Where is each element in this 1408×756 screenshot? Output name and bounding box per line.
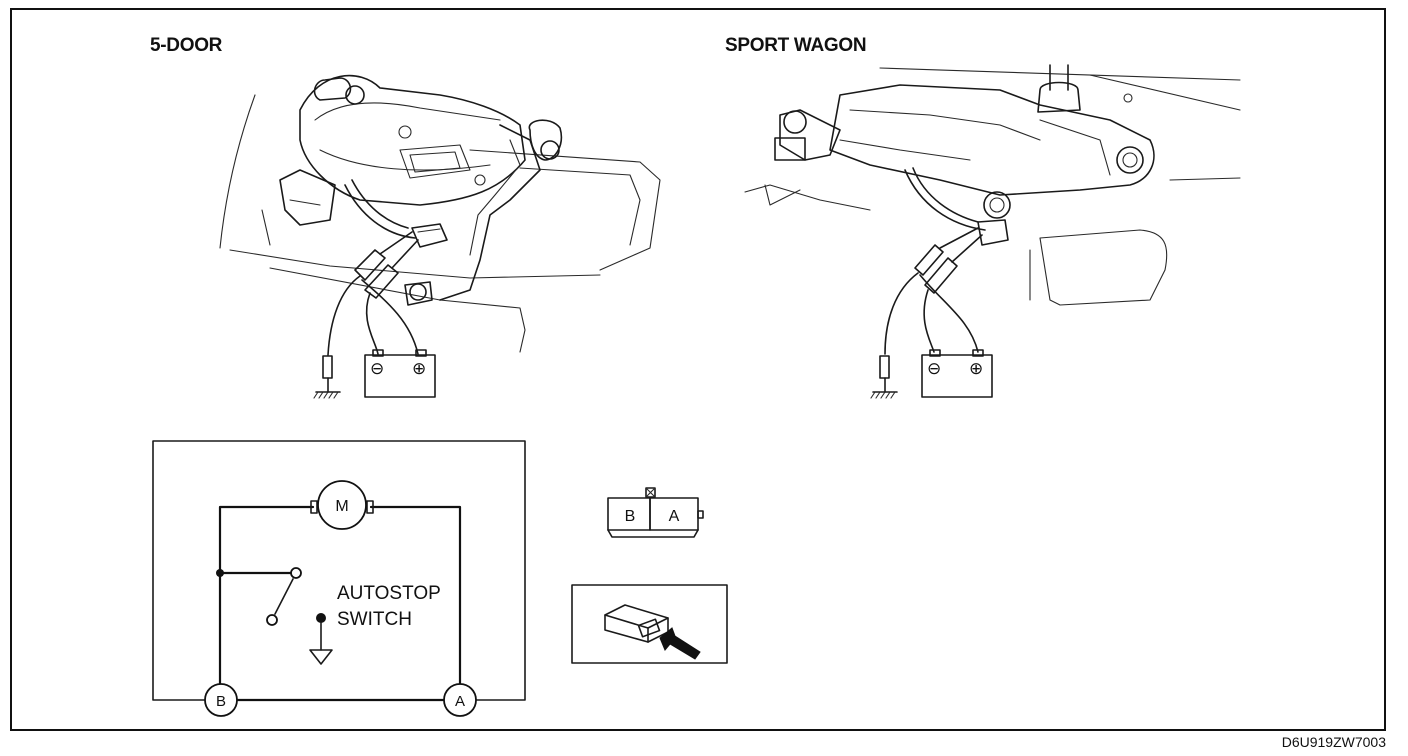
- schematic-border: [152, 440, 526, 701]
- switch-blade: [274, 578, 294, 615]
- figure-code: D6U919ZW7003: [1281, 734, 1386, 750]
- terminal-b-label: B: [216, 693, 226, 710]
- connector-icon: [604, 604, 669, 643]
- terminal-b: [204, 683, 238, 717]
- connector-lock-tab: [645, 487, 656, 498]
- motor-label: M: [335, 498, 348, 515]
- connector-pin-b: B: [625, 508, 636, 525]
- battery-icon: [364, 349, 436, 398]
- connector-pin-a: A: [669, 508, 680, 525]
- heading-sport-wagon: SPORT WAGON: [725, 35, 867, 56]
- heading-5-door: 5-DOOR: [150, 35, 223, 56]
- battery-positive-label: ⊕: [969, 359, 983, 378]
- ground-resistor-icon: [322, 355, 333, 379]
- connector-face-view: B A: [607, 487, 704, 538]
- battery-negative-label: ⊖: [927, 359, 941, 378]
- ground-terminal: [316, 613, 326, 623]
- figure-frame: [10, 8, 1386, 731]
- battery-icon: [921, 349, 993, 398]
- battery-positive-label: ⊕: [412, 359, 426, 378]
- autostop-label-line1: AUTOSTOP: [337, 583, 441, 604]
- view-direction-inset: [571, 584, 728, 664]
- terminal-a-label: A: [455, 693, 465, 710]
- battery-negative-label: ⊖: [370, 359, 384, 378]
- sport-wagon-wiper-motor-illustration: ⊖ ⊕: [744, 64, 1241, 399]
- switch-contact-lower: [266, 614, 278, 626]
- arrow-icon: [659, 627, 701, 660]
- motor-icon: [310, 480, 374, 530]
- autostop-circuit-schematic: M AUTOSTOP SWITCH B A: [152, 440, 526, 717]
- ground-icon: [309, 649, 333, 665]
- ground-resistor-icon: [879, 355, 890, 379]
- autostop-label-line2: SWITCH: [337, 609, 412, 630]
- switch-contact-upper: [290, 567, 302, 579]
- five-door-wiper-motor-illustration: ⊖ ⊕: [219, 74, 661, 399]
- terminal-a: [443, 683, 477, 717]
